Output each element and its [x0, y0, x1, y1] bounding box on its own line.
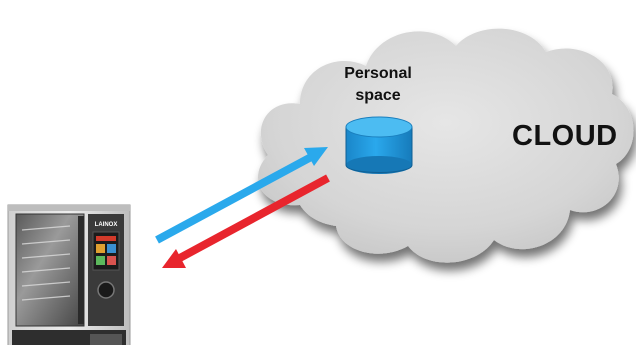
database-cylinder-icon	[345, 116, 413, 174]
personal-space-label-line2: space	[355, 87, 401, 104]
personal-space-label: Personal space	[318, 63, 438, 107]
upload-arrow	[155, 147, 328, 244]
combi-oven-appliance: LAINOX	[7, 204, 131, 345]
cloud-shape	[258, 28, 634, 263]
personal-space-label-line1: Personal	[344, 65, 412, 82]
download-arrow	[162, 174, 330, 268]
oven-brand-text: LAINOX	[95, 222, 118, 228]
cloud-label: CLOUD	[512, 120, 618, 152]
